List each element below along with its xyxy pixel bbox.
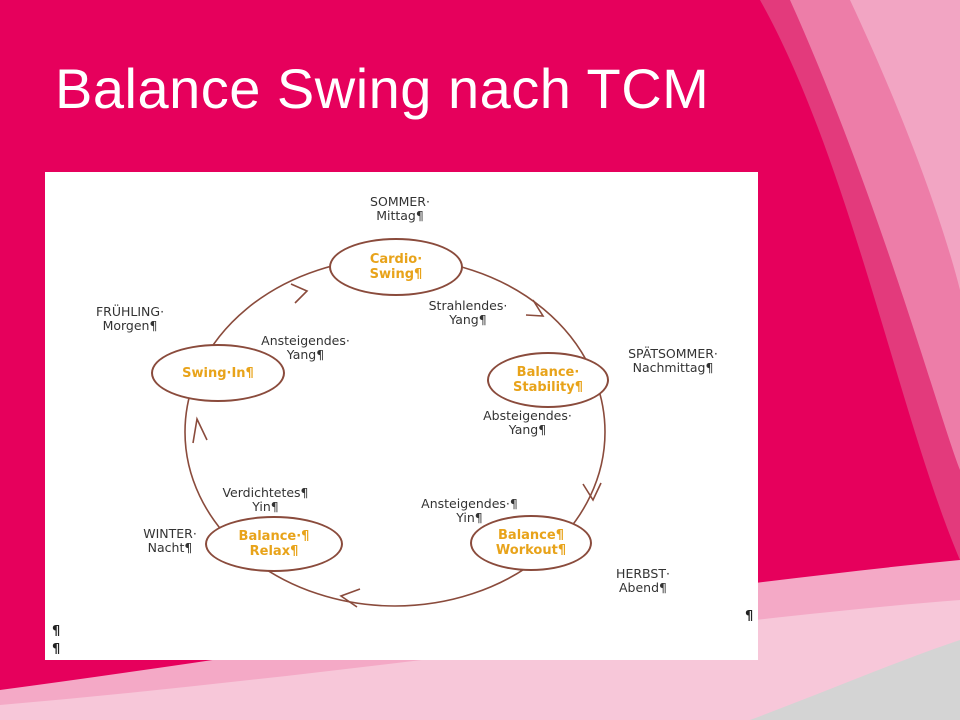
diagram-panel: Cardio· Swing¶ Balance· Stability¶ Balan… <box>45 172 758 660</box>
transition-ansteigendes-yin: Ansteigendes·¶ Yin¶ <box>407 497 532 525</box>
pilcrow-mark: ¶ <box>52 624 61 639</box>
transition-line: Yang¶ <box>286 347 325 362</box>
season-herbst: HERBST· Abend¶ <box>598 567 688 595</box>
season-time: Nachmittag¶ <box>632 360 714 375</box>
pilcrow-mark: ¶ <box>52 642 61 657</box>
season-winter: WINTER· Nacht¶ <box>130 527 210 555</box>
season-time: Morgen¶ <box>102 318 158 333</box>
season-name: HERBST· <box>616 566 670 581</box>
transition-strahlendes-yang: Strahlendes· Yang¶ <box>413 299 523 327</box>
season-time: Mittag¶ <box>376 208 424 223</box>
node-text: Workout¶ <box>495 543 567 558</box>
node-cardio-swing: Cardio· Swing¶ <box>329 238 463 296</box>
transition-line: Yin¶ <box>252 499 279 514</box>
transition-line: Yang¶ <box>508 422 547 437</box>
transition-line: Yin¶ <box>456 510 483 525</box>
node-text: Balance¶ <box>498 528 564 543</box>
arrow-head-bottom <box>339 588 361 608</box>
season-fruehling: FRÜHLING· Morgen¶ <box>80 305 180 333</box>
node-swing-in: Swing·In¶ <box>151 344 285 402</box>
season-name: WINTER· <box>143 526 197 541</box>
arrow-head-left <box>192 416 208 444</box>
transition-line: Strahlendes· <box>428 298 508 313</box>
arrow-head-upper-right <box>525 299 545 317</box>
node-text: Swing·In¶ <box>182 365 254 381</box>
node-text: Stability¶ <box>513 380 583 395</box>
transition-verdichtetes-yin: Verdichtetes¶ Yin¶ <box>208 486 323 514</box>
season-name: SPÄTSOMMER· <box>628 346 718 361</box>
node-text: Balance· <box>516 365 580 380</box>
season-name: FRÜHLING· <box>95 304 165 319</box>
transition-ansteigendes-yang: Ansteigendes· Yang¶ <box>248 334 363 362</box>
node-balance-relax: Balance·¶ Relax¶ <box>205 516 343 572</box>
node-text: Relax¶ <box>249 544 299 559</box>
slide-title: Balance Swing nach TCM <box>55 57 710 120</box>
node-text: Cardio· <box>369 252 423 267</box>
season-name: SOMMER· <box>370 194 430 209</box>
season-spaetsommer: SPÄTSOMMER· Nachmittag¶ <box>613 347 733 375</box>
node-balance-stability: Balance· Stability¶ <box>487 352 609 408</box>
transition-absteigendes-yang: Absteigendes· Yang¶ <box>470 409 585 437</box>
transition-line: Yang¶ <box>449 312 487 327</box>
pilcrow-mark: ¶ <box>745 609 754 624</box>
node-text: Swing¶ <box>369 267 423 282</box>
season-time: Nacht¶ <box>147 540 193 555</box>
transition-line: Ansteigendes· <box>261 333 350 348</box>
arrow-head-right <box>582 482 602 502</box>
season-sommer: SOMMER· Mittag¶ <box>355 195 445 223</box>
transition-line: Absteigendes· <box>483 408 572 423</box>
node-balance-workout: Balance¶ Workout¶ <box>470 515 592 571</box>
arrow-head-top <box>290 283 309 304</box>
transition-line: Verdichtetes¶ <box>222 485 309 500</box>
node-text: Balance·¶ <box>238 529 310 544</box>
transition-line: Ansteigendes·¶ <box>421 496 518 511</box>
season-time: Abend¶ <box>619 580 667 595</box>
